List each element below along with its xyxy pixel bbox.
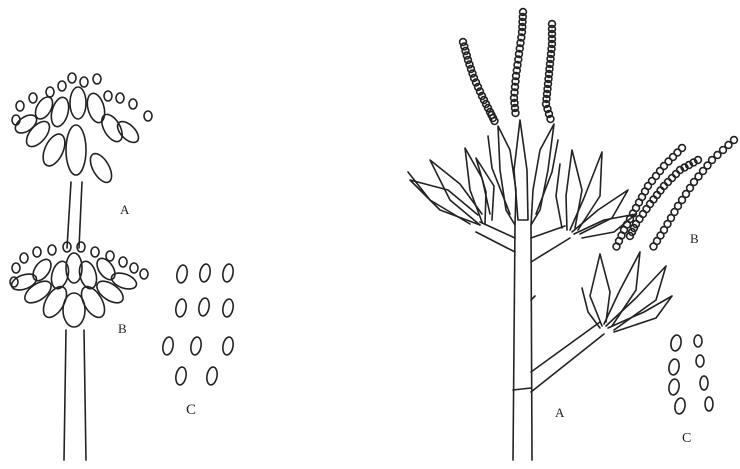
left-label-a: A bbox=[120, 202, 130, 217]
left-upper-stalk bbox=[67, 182, 82, 248]
spore-bead bbox=[460, 39, 467, 46]
spore-bead bbox=[468, 66, 475, 73]
left-conidia-group bbox=[162, 263, 235, 385]
spore-bead bbox=[465, 57, 472, 64]
left-specimen: A B C bbox=[9, 73, 234, 460]
right-left-head bbox=[408, 148, 494, 225]
right-label-a: A bbox=[555, 405, 565, 420]
right-spore-chains bbox=[460, 9, 738, 250]
spore-bead bbox=[650, 243, 657, 250]
spore-bead bbox=[665, 179, 672, 186]
right-conidia-group bbox=[668, 334, 713, 414]
right-specimen: B A C bbox=[408, 9, 737, 460]
right-central-head bbox=[488, 120, 558, 225]
spore-bead bbox=[462, 48, 469, 55]
spore-bead bbox=[466, 61, 473, 68]
right-label-b: B bbox=[690, 231, 699, 246]
right-side-head bbox=[582, 252, 672, 332]
right-branches bbox=[476, 222, 604, 392]
right-main-stalk bbox=[513, 225, 532, 460]
spore-bead bbox=[469, 70, 476, 77]
right-label-c: C bbox=[682, 431, 691, 446]
left-label-b: B bbox=[118, 321, 127, 336]
left-label-c: C bbox=[186, 402, 196, 418]
spore-bead bbox=[673, 171, 680, 178]
spore-bead bbox=[669, 175, 676, 182]
left-main-stalk bbox=[64, 330, 86, 460]
